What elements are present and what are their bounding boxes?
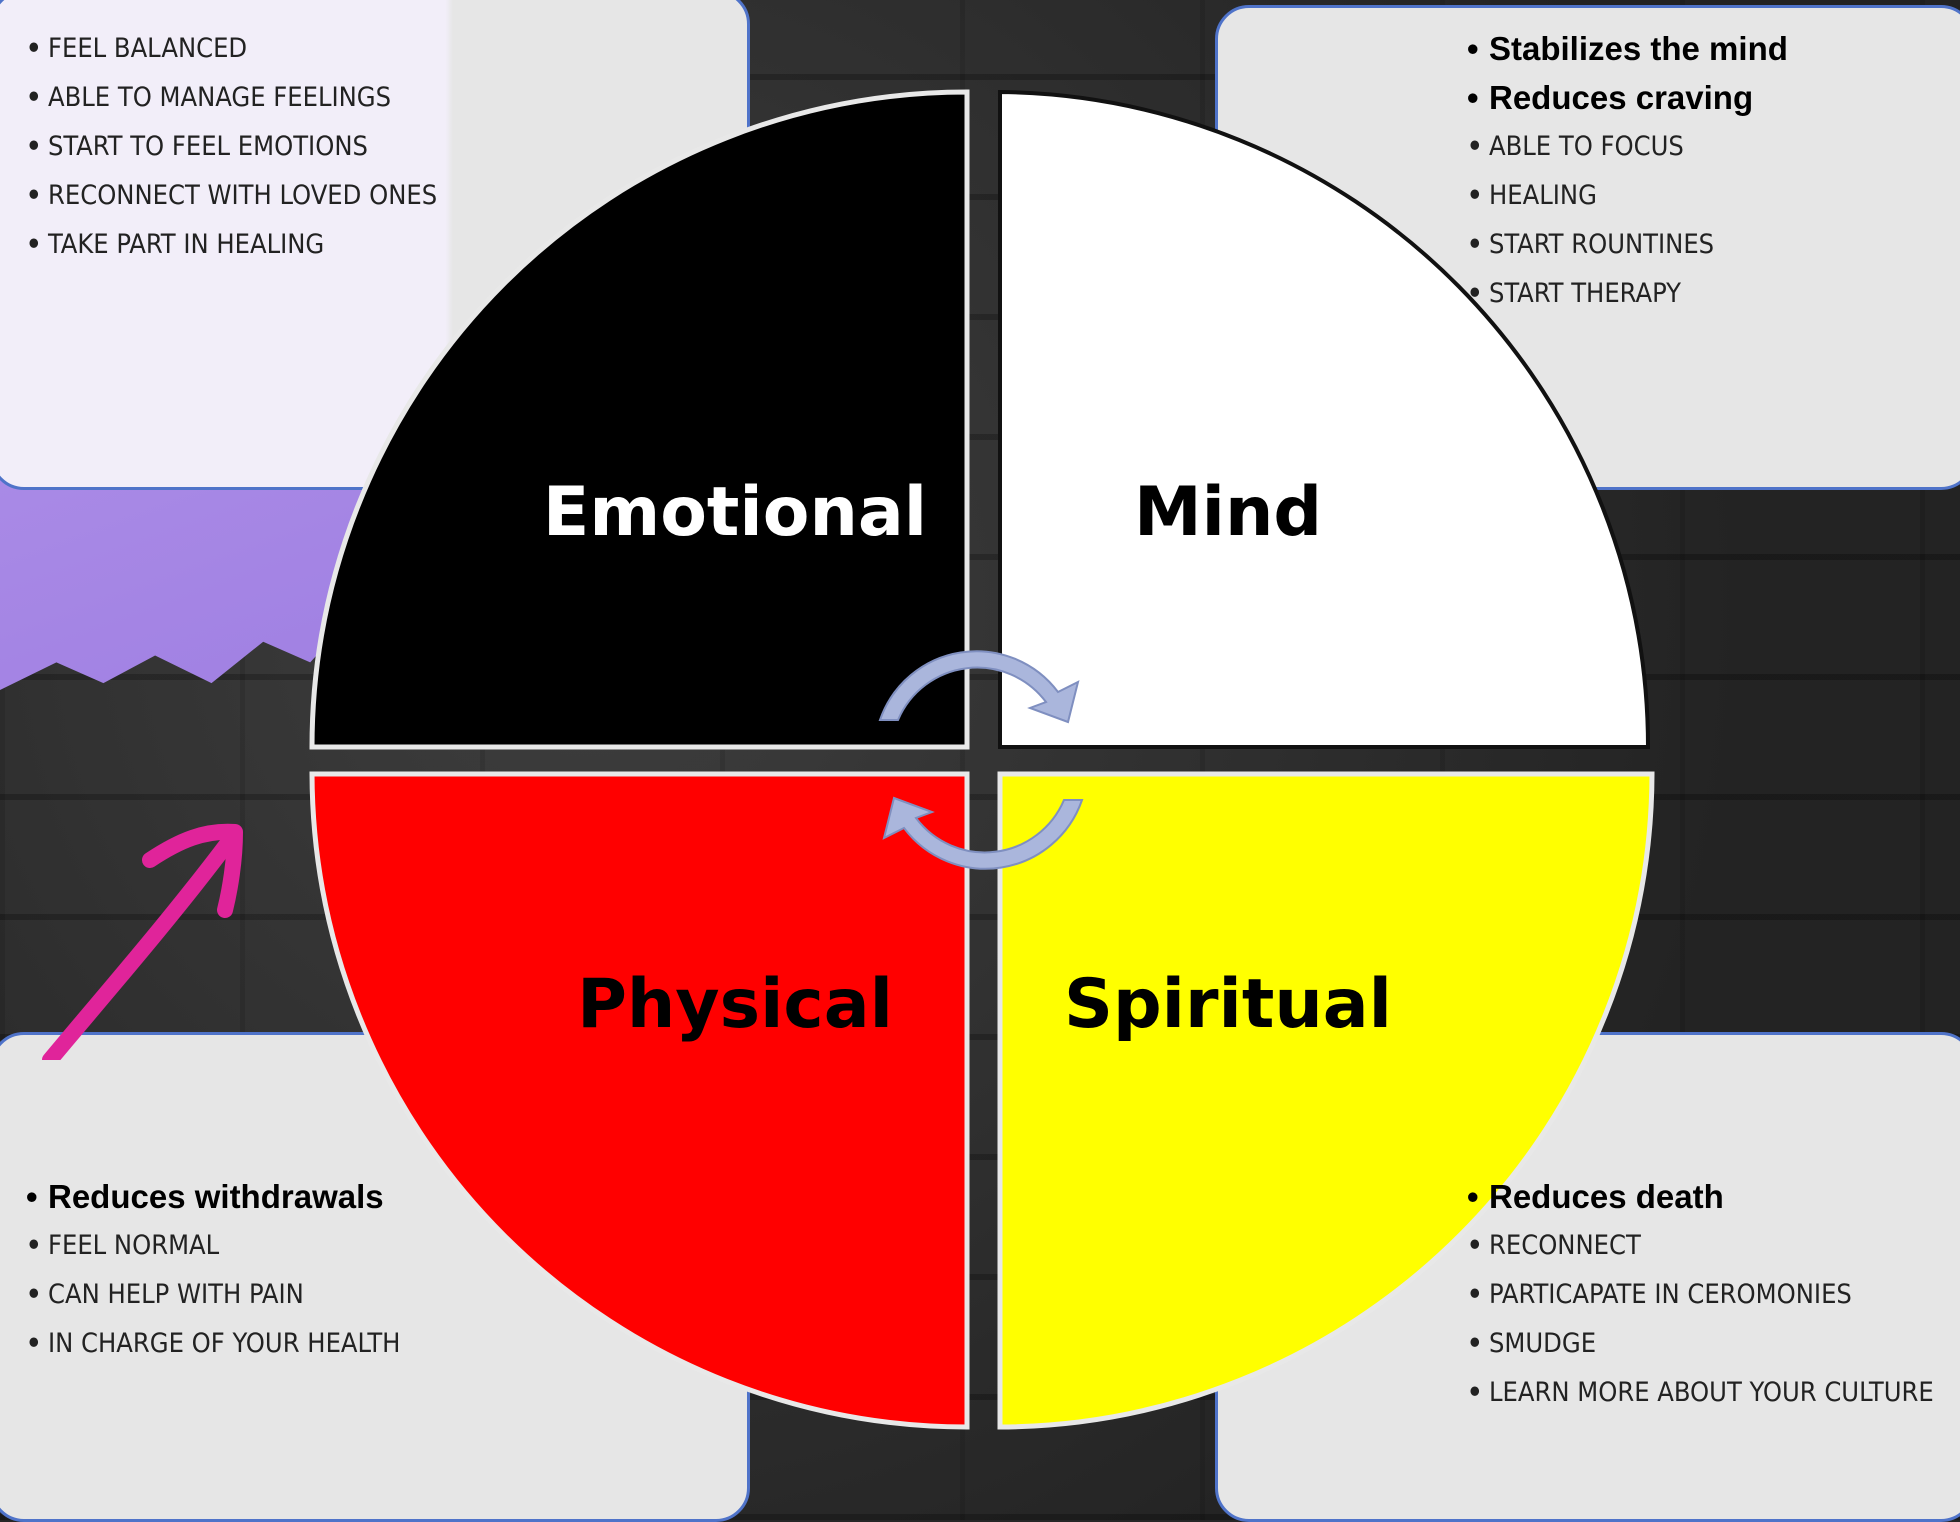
mind-list-item: ABLE TO FOCUS [1467,122,1788,171]
physical-list-item: CAN HELP WITH PAIN [26,1270,400,1319]
physical-list-item: FEEL NORMAL [26,1221,400,1270]
emotional-list-item: TAKE PART IN HEALING [26,220,437,269]
cycle-arrows-icon [878,650,1084,870]
label-emotional: Emotional [543,473,927,552]
mind-list: Stabilizes the mindReduces cravingABLE T… [1467,24,1788,318]
emotional-list-item: START TO FEEL EMOTIONS [26,122,437,171]
spiritual-list-item: SMUDGE [1467,1319,1934,1368]
spiritual-list-item: PARTICAPATE IN CEROMONIES [1467,1270,1934,1319]
emotional-list-item: ABLE TO MANAGE FEELINGS [26,73,437,122]
label-spiritual: Spiritual [1064,965,1392,1044]
quadrant-emotional [309,89,970,750]
emotional-list-item: FEEL BALANCED [26,24,437,73]
physical-list-item: Reduces withdrawals [26,1172,400,1221]
emotional-list-item: RECONNECT WITH LOVED ONES [26,171,437,220]
spiritual-list-item: LEARN MORE ABOUT YOUR CULTURE [1467,1368,1934,1417]
physical-list: Reduces withdrawalsFEEL NORMALCAN HELP W… [26,1172,400,1368]
quadrant-physical [309,771,970,1430]
mind-list-item: Reduces craving [1467,73,1788,122]
mind-list-item: START THERAPY [1467,269,1788,318]
label-physical: Physical [577,965,893,1044]
physical-list-item: IN CHARGE OF YOUR HEALTH [26,1319,400,1368]
mind-list-item: HEALING [1467,171,1788,220]
spiritual-list: Reduces deathRECONNECTPARTICAPATE IN CER… [1467,1172,1934,1417]
pink-arrow-icon [42,823,243,1060]
spiritual-list-item: RECONNECT [1467,1221,1934,1270]
spiritual-list-item: Reduces death [1467,1172,1934,1221]
mind-list-item: START ROUNTINES [1467,220,1788,269]
quadrant-spiritual [997,771,1655,1430]
label-mind: Mind [1134,473,1322,552]
mind-list-item: Stabilizes the mind [1467,24,1788,73]
emotional-list: FEEL BALANCEDABLE TO MANAGE FEELINGSSTAR… [26,24,437,269]
